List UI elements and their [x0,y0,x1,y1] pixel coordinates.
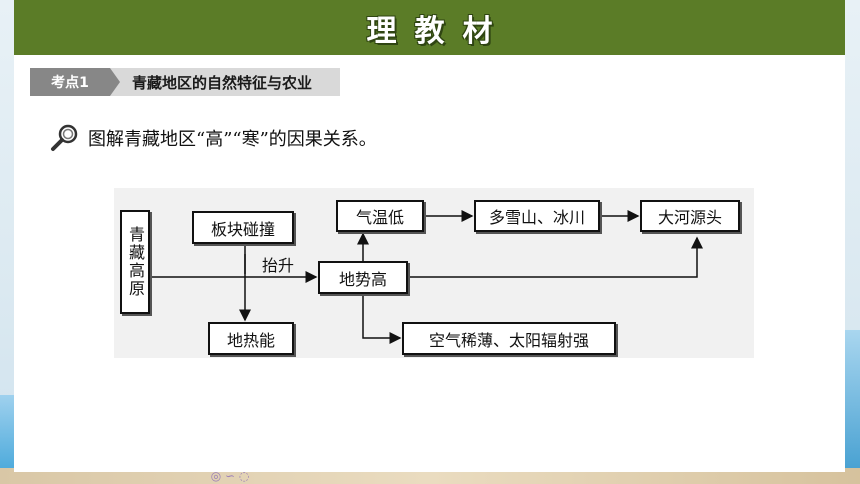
node-geothermal: 地热能 [208,322,294,355]
node-terrain: 地势高 [318,261,408,294]
intro-text: 图解青藏地区“高”“寒”的因果关系。 [88,129,377,150]
shell-decoration-icon: ◎ ∽ ◌ [210,469,250,483]
intro-line: 图解青藏地区“高”“寒”的因果关系。 [50,122,377,154]
node-plate: 板块碰撞 [192,211,294,244]
point-tag: 考点1 [30,68,120,96]
point-name: 青藏地区的自然特征与农业 [110,68,340,96]
arrow-terrain-air [362,294,402,344]
node-river: 大河源头 [640,200,740,232]
sand-decoration [0,468,860,484]
node-plateau: 青藏高原 [120,210,150,314]
header-band: 理教材 [14,0,845,55]
magnifier-icon [50,123,80,153]
node-temp: 气温低 [336,200,424,232]
node-air: 空气稀薄、太阳辐射强 [402,322,616,355]
cause-effect-diagram: 青藏高原 板块碰撞 地热能 地势高 气温低 多雪山、冰川 大河源头 空气稀薄、太… [114,188,754,358]
point-bar: 考点1 青藏地区的自然特征与农业 [30,68,340,96]
page-title: 理教材 [366,13,511,49]
diagram-arrows [150,210,703,344]
arrow-terrain-river [408,236,703,278]
node-snow: 多雪山、冰川 [474,200,600,232]
edge-label-uplift: 抬升 [262,256,295,275]
